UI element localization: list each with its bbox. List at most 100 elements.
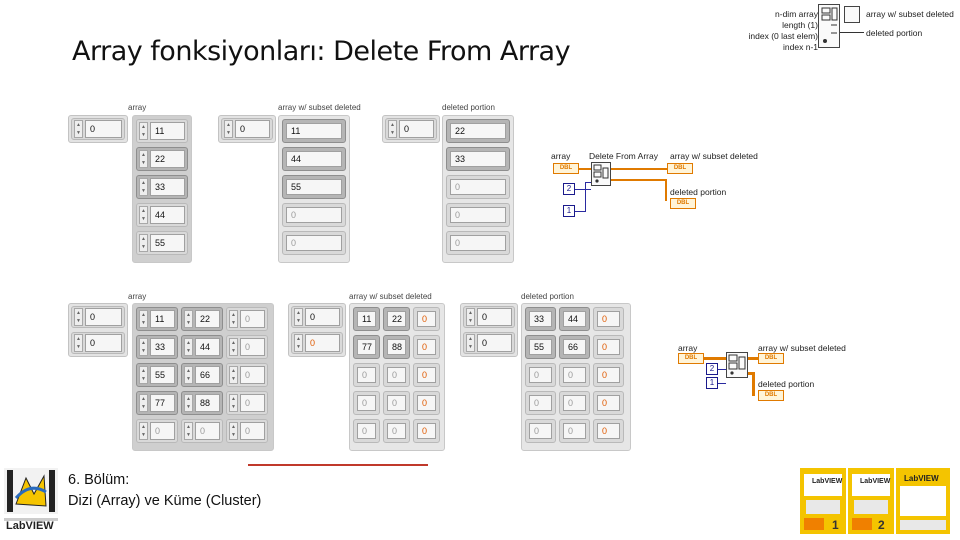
ex2-deleted-cell-3-1: 0 bbox=[559, 391, 590, 415]
ex2-input-cell-3-1[interactable]: ▲▼88 bbox=[181, 391, 223, 415]
ex2-input-cell-value[interactable]: 0 bbox=[240, 366, 265, 384]
ex2-input-cell-value[interactable]: 0 bbox=[240, 310, 265, 328]
ex2-input-cell-spinner[interactable]: ▲▼ bbox=[229, 422, 238, 440]
ex2-input-cell-spinner[interactable]: ▲▼ bbox=[139, 338, 148, 356]
ex1-input-element-1[interactable]: ▲▼22 bbox=[136, 147, 188, 171]
ex1-input-index-spinner[interactable]: ▲▼ bbox=[74, 120, 83, 138]
ex2-output-cell-2-1: 0 bbox=[383, 363, 410, 387]
ex2-input-cell-value[interactable]: 0 bbox=[150, 422, 175, 440]
ex1-input-element-0[interactable]: ▲▼11 bbox=[136, 119, 188, 143]
ex2-deleted-cell-value: 0 bbox=[529, 395, 552, 411]
ex1-input-element-3[interactable]: ▲▼44 bbox=[136, 203, 188, 227]
ex1-input-index-value[interactable]: 0 bbox=[85, 120, 122, 138]
ex2-input-cell-spinner[interactable]: ▲▼ bbox=[229, 338, 238, 356]
ex2-input-cell-spinner[interactable]: ▲▼ bbox=[139, 422, 148, 440]
ex2-input-cell-spinner[interactable]: ▲▼ bbox=[184, 394, 193, 412]
ex1-output-label: array w/ subset deleted bbox=[278, 103, 361, 112]
ex2-output-cell-2-0: 0 bbox=[353, 363, 380, 387]
ex2-output-cell-2-2: 0 bbox=[413, 363, 440, 387]
ex2-deleted-row-index[interactable]: ▲▼0 bbox=[463, 306, 515, 328]
ex1-input-element-4[interactable]: ▲▼55 bbox=[136, 231, 188, 255]
ex2-input-cell-value[interactable]: 77 bbox=[150, 394, 175, 412]
ex1-deleted-index-control[interactable]: ▲▼ 0 bbox=[385, 118, 437, 140]
ex2-input-cell-4-1[interactable]: ▲▼0 bbox=[181, 419, 223, 443]
ex2-output-row-index[interactable]: ▲▼0 bbox=[291, 306, 343, 328]
ex2-input-cell-1-0[interactable]: ▲▼33 bbox=[136, 335, 178, 359]
ex2-input-cell-0-0[interactable]: ▲▼11 bbox=[136, 307, 178, 331]
ex2-input-cell-spinner[interactable]: ▲▼ bbox=[139, 310, 148, 328]
ex2-input-cell-value[interactable]: 44 bbox=[195, 338, 220, 356]
ex2-bd-index-const[interactable]: 1 bbox=[706, 377, 718, 389]
ex2-deleted-cell-value: 66 bbox=[563, 339, 586, 355]
ex2-input-cell-spinner[interactable]: ▲▼ bbox=[184, 310, 193, 328]
ex2-input-cell-spinner[interactable]: ▲▼ bbox=[184, 366, 193, 384]
ex2-input-label: array bbox=[128, 292, 147, 301]
ex2-input-cell-value[interactable]: 33 bbox=[150, 338, 175, 356]
ex1-bd-wire-length bbox=[575, 189, 591, 190]
ex2-bd-deleted-terminal[interactable]: DBL bbox=[758, 390, 784, 401]
ex2-input-cell-3-0[interactable]: ▲▼77 bbox=[136, 391, 178, 415]
ex2-output-cell-value: 0 bbox=[417, 367, 436, 383]
ex2-input-cell-spinner[interactable]: ▲▼ bbox=[139, 366, 148, 384]
ex2-bd-length-const[interactable]: 2 bbox=[706, 363, 718, 375]
node-output-array: array w/ subset deleted bbox=[866, 9, 954, 19]
ex1-output-element-2: 55 bbox=[282, 175, 346, 199]
ex2-input-cell-value[interactable]: 0 bbox=[240, 394, 265, 412]
ex2-output-col-index[interactable]: ▲▼0 bbox=[291, 332, 343, 354]
ex2-input-cell-value[interactable]: 0 bbox=[195, 422, 220, 440]
ex2-input-cell-2-2[interactable]: ▲▼0 bbox=[226, 363, 268, 387]
ex1-bd-array-terminal[interactable]: DBL bbox=[553, 163, 579, 174]
ex2-deleted-col-index[interactable]: ▲▼0 bbox=[463, 332, 515, 354]
ex2-input-row-index[interactable]: ▲▼0 bbox=[71, 306, 125, 328]
ex2-input-cell-1-1[interactable]: ▲▼44 bbox=[181, 335, 223, 359]
ex1-bd-delete-node-icon[interactable] bbox=[591, 162, 611, 186]
footer-chapter: 6. Bölüm: bbox=[68, 472, 130, 488]
ex2-input-cell-spinner[interactable]: ▲▼ bbox=[184, 422, 193, 440]
ex1-bd-out-terminal[interactable]: DBL bbox=[667, 163, 693, 174]
ex2-input-cell-3-2[interactable]: ▲▼0 bbox=[226, 391, 268, 415]
ex2-output-cell-1-2: 0 bbox=[413, 335, 440, 359]
ex2-input-cell-value[interactable]: 88 bbox=[195, 394, 220, 412]
ex2-input-cell-4-2[interactable]: ▲▼0 bbox=[226, 419, 268, 443]
ex2-input-cell-0-1[interactable]: ▲▼22 bbox=[181, 307, 223, 331]
ex2-input-cell-spinner[interactable]: ▲▼ bbox=[184, 338, 193, 356]
ex2-input-cell-0-2[interactable]: ▲▼0 bbox=[226, 307, 268, 331]
ex2-input-cell-2-0[interactable]: ▲▼55 bbox=[136, 363, 178, 387]
ex2-deleted-cell-1-0: 55 bbox=[525, 335, 556, 359]
ex1-bd-index-const[interactable]: 1 bbox=[563, 205, 575, 217]
ex2-input-cell-spinner[interactable]: ▲▼ bbox=[139, 394, 148, 412]
ex2-bd-out-terminal[interactable]: DBL bbox=[758, 353, 784, 364]
ex2-deleted-cell-0-1: 44 bbox=[559, 307, 590, 331]
ex1-output-index-control[interactable]: ▲▼ 0 bbox=[221, 118, 273, 140]
ex2-bd-wire-index bbox=[718, 383, 726, 384]
ex2-input-col-index[interactable]: ▲▼0 bbox=[71, 332, 125, 354]
ex1-deleted-element-4: 0 bbox=[446, 231, 510, 255]
ex2-output-cell-value: 0 bbox=[357, 423, 376, 439]
ex1-deleted-element-2: 0 bbox=[446, 175, 510, 199]
ex1-bd-deleted-terminal[interactable]: DBL bbox=[670, 198, 696, 209]
ex1-bd-length-const[interactable]: 2 bbox=[563, 183, 575, 195]
ex2-input-cell-value[interactable]: 0 bbox=[240, 338, 265, 356]
ex2-input-cell-value[interactable]: 22 bbox=[195, 310, 220, 328]
ex2-input-cell-4-0[interactable]: ▲▼0 bbox=[136, 419, 178, 443]
ex1-bd-wire-index bbox=[575, 211, 585, 212]
ex2-input-cell-2-1[interactable]: ▲▼66 bbox=[181, 363, 223, 387]
ex2-bd-delete-node-icon[interactable] bbox=[726, 352, 748, 378]
ex2-input-cell-1-2[interactable]: ▲▼0 bbox=[226, 335, 268, 359]
ex2-deleted-cell-value: 0 bbox=[597, 311, 620, 327]
ex2-bd-array-terminal[interactable]: DBL bbox=[678, 353, 704, 364]
output-array-terminal-icon bbox=[844, 6, 860, 23]
ex2-input-cell-value[interactable]: 66 bbox=[195, 366, 220, 384]
ex2-input-cell-spinner[interactable]: ▲▼ bbox=[229, 394, 238, 412]
ex2-input-cell-value[interactable]: 55 bbox=[150, 366, 175, 384]
ex1-output-element-0: 11 bbox=[282, 119, 346, 143]
ex1-input-index-control[interactable]: ▲▼ 0 bbox=[71, 118, 125, 140]
ex2-deleted-cell-value: 0 bbox=[529, 423, 552, 439]
ex2-output-cell-value: 0 bbox=[357, 395, 376, 411]
ex2-input-cell-value[interactable]: 11 bbox=[150, 310, 175, 328]
ex1-bd-wire-in bbox=[579, 168, 591, 170]
ex2-input-cell-spinner[interactable]: ▲▼ bbox=[229, 366, 238, 384]
ex2-input-cell-spinner[interactable]: ▲▼ bbox=[229, 310, 238, 328]
ex2-input-cell-value[interactable]: 0 bbox=[240, 422, 265, 440]
ex1-input-element-2[interactable]: ▲▼33 bbox=[136, 175, 188, 199]
